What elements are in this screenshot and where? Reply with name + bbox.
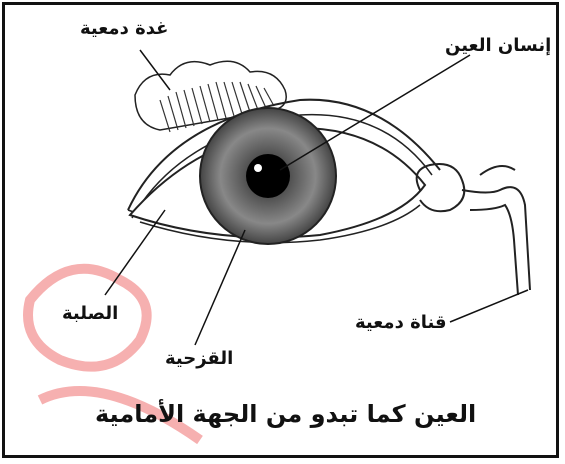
label-pupil: إنسان العين (445, 35, 551, 56)
lacrimal-duct-shape (417, 164, 530, 295)
label-lacrimal-duct: قناة دمعية (355, 312, 447, 333)
pupil-shape (246, 154, 290, 198)
caption: العين كما تبدو من الجهة الأمامية (95, 400, 476, 428)
label-sclera: الصلبة (62, 303, 118, 324)
label-lacrimal-gland: غدة دمعية (80, 18, 168, 39)
label-iris: القزحية (165, 348, 233, 369)
